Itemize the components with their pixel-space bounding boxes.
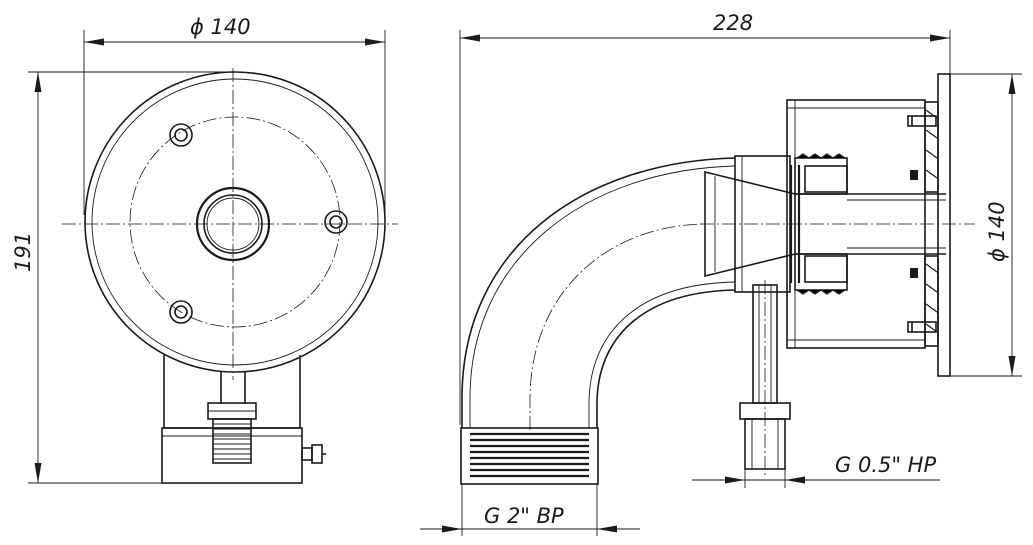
side-screw-top (907, 115, 937, 127)
side-inlet-thread (460, 427, 599, 485)
front-diameter-dimension (83, 30, 386, 215)
side-elbow-pipe (461, 157, 736, 430)
front-view: ϕ 140 191 (11, 15, 398, 484)
front-outer-disc (84, 71, 386, 373)
side-lower-nut (794, 253, 848, 295)
front-side-screw (301, 444, 326, 464)
side-length-dimension (459, 30, 951, 425)
front-bolt-bottom (169, 300, 193, 324)
outlet-thread-dimension (692, 469, 940, 488)
side-stud-top (910, 170, 918, 180)
side-outlet-nipple (739, 280, 791, 478)
side-upper-nut (794, 153, 848, 195)
side-screw-bottom (907, 321, 937, 333)
front-height-label: 191 (11, 232, 35, 272)
front-bolt-top (169, 123, 193, 147)
front-height-dimension (28, 71, 232, 484)
side-diameter-label: ϕ 140 (985, 201, 1009, 262)
front-inner-ring (91, 78, 379, 366)
front-bolt-right (324, 210, 348, 234)
side-stud-bottom (910, 268, 918, 278)
outlet-thread-label: G 0.5" HP (835, 453, 936, 477)
side-length-label: 228 (713, 11, 753, 35)
side-flange (924, 73, 951, 377)
front-diameter-label: ϕ 140 (190, 15, 251, 39)
front-bolt-circle (129, 116, 341, 328)
side-view: 228 ϕ 140 G 2" BP G 0.5" HP (420, 11, 1022, 536)
front-outlet-nipple (207, 372, 257, 464)
inlet-thread-label: G 2" BP (484, 504, 564, 528)
side-diameter-dimension (950, 73, 1022, 377)
inlet-thread-dimension (420, 484, 640, 536)
